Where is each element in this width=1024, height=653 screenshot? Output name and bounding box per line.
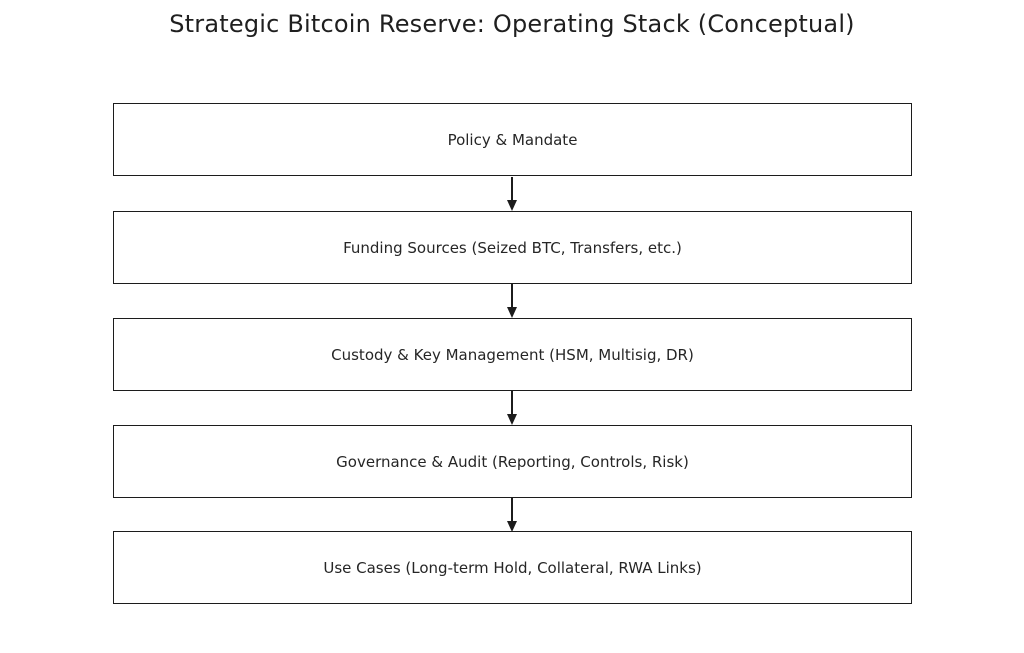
arrow-head	[507, 200, 517, 211]
arrow-head	[507, 414, 517, 425]
arrow-stem	[511, 391, 513, 415]
down-arrow-icon	[506, 498, 518, 532]
flow-box-label: Governance & Audit (Reporting, Controls,…	[336, 452, 689, 471]
flow-box-funding-sources: Funding Sources (Seized BTC, Transfers, …	[113, 211, 912, 284]
arrow-stem	[511, 284, 513, 308]
down-arrow-icon	[506, 391, 518, 425]
down-arrow-icon	[506, 177, 518, 211]
flow-box-label: Funding Sources (Seized BTC, Transfers, …	[343, 238, 682, 257]
arrow-stem	[511, 498, 513, 522]
flow-box-governance-audit: Governance & Audit (Reporting, Controls,…	[113, 425, 912, 498]
flow-box-use-cases: Use Cases (Long-term Hold, Collateral, R…	[113, 531, 912, 604]
flow-box-custody-key-management: Custody & Key Management (HSM, Multisig,…	[113, 318, 912, 391]
flow-box-label: Use Cases (Long-term Hold, Collateral, R…	[323, 558, 702, 577]
arrow-head	[507, 307, 517, 318]
flow-box-label: Custody & Key Management (HSM, Multisig,…	[331, 345, 694, 364]
flow-box-label: Policy & Mandate	[447, 130, 578, 149]
arrow-head	[507, 521, 517, 532]
arrow-stem	[511, 177, 513, 201]
down-arrow-icon	[506, 284, 518, 318]
diagram-title: Strategic Bitcoin Reserve: Operating Sta…	[169, 10, 855, 38]
flow-box-policy-mandate: Policy & Mandate	[113, 103, 912, 176]
